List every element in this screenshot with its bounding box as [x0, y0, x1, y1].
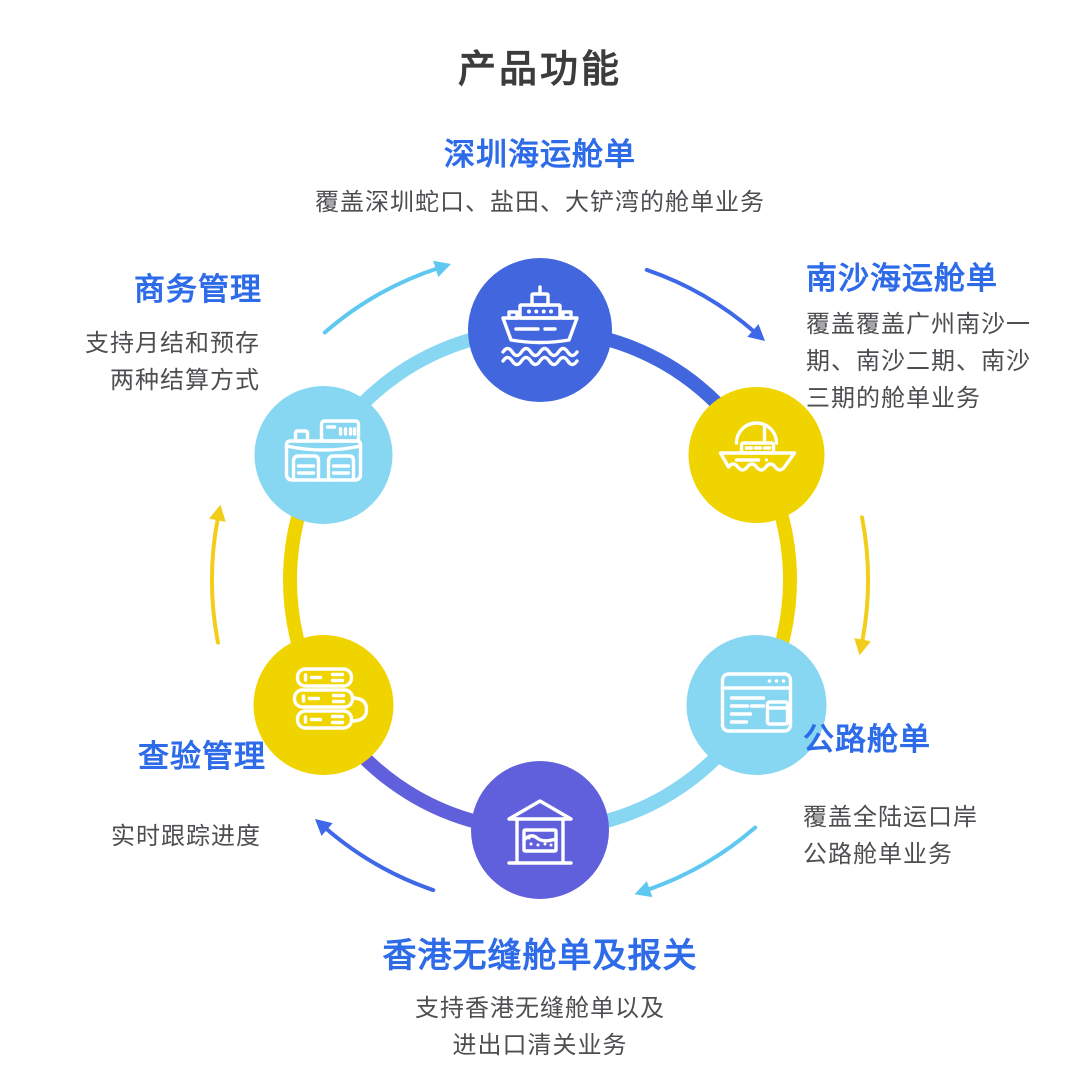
browser-window-icon	[720, 672, 793, 733]
node-circle-business	[254, 386, 393, 524]
desc-road-manifest: 覆盖全陆运口岸 公路舱单业务	[803, 799, 1033, 873]
arrow-nansha-to-road	[854, 515, 871, 656]
desc-line: 期、南沙二期、南沙	[806, 348, 1031, 375]
ferry-icon	[718, 421, 797, 472]
desc-line: 三期的舱单业务	[806, 385, 981, 412]
label-shenzhen-sea-manifest: 深圳海运舱单	[444, 137, 636, 172]
desc-nansha-sea-manifest: 覆盖覆盖广州南沙一 期、南沙二期、南沙 三期的舱单业务	[806, 306, 1056, 417]
node-circle-shenzhen	[468, 258, 612, 402]
arrowhead-icon	[433, 260, 451, 277]
label-inspection-management: 查验管理	[138, 739, 266, 774]
arrowhead-icon	[747, 324, 765, 341]
label-nansha-sea-manifest: 南沙海运舱单	[806, 261, 998, 296]
desc-hongkong-seamless-manifest: 支持香港无缝舱单以及 进出口清关业务	[0, 990, 1080, 1064]
desc-line: 两种结算方式	[110, 367, 260, 394]
node-circle-nansha	[688, 387, 825, 523]
label-hongkong-seamless-manifest: 香港无缝舱单及报关	[382, 937, 698, 975]
arrowhead-icon	[854, 638, 871, 656]
desc-line: 覆盖覆盖广州南沙一	[806, 311, 1031, 338]
desc-business-management: 支持月结和预存 两种结算方式	[0, 325, 260, 399]
arrowhead-icon	[634, 881, 653, 898]
page-title: 产品功能	[457, 49, 622, 91]
arrowhead-icon	[315, 819, 333, 836]
node-circle-inspection	[253, 635, 394, 775]
cargo-ship-icon	[501, 285, 579, 367]
label-business-management: 商务管理	[134, 272, 262, 307]
arrowhead-icon	[209, 504, 226, 522]
desc-line: 支持月结和预存	[85, 330, 260, 357]
arrow-road-to-hongkong	[634, 825, 758, 898]
arrow-shenzhen-to-nansha	[644, 267, 765, 341]
desc-line: 实时跟踪进度	[111, 823, 261, 850]
warehouse-icon	[507, 799, 573, 865]
label-road-manifest: 公路舱单	[803, 722, 931, 757]
desc-inspection-management: 实时跟踪进度	[0, 818, 261, 855]
desc-line: 公路舱单业务	[803, 841, 953, 868]
desc-line: 覆盖深圳蛇口、盐田、大铲湾的舱单业务	[315, 189, 765, 216]
desc-line: 覆盖全陆运口岸	[803, 804, 978, 831]
desc-line: 进出口清关业务	[452, 1032, 628, 1059]
factory-machine-icon	[284, 419, 363, 482]
server-stack-icon	[292, 667, 369, 730]
desc-line: 支持香港无缝舱单以及	[415, 995, 665, 1022]
arrow-business-to-shenzhen	[322, 260, 451, 335]
arrow-hongkong-to-inspection	[315, 819, 436, 893]
desc-shenzhen-sea-manifest: 覆盖深圳蛇口、盐田、大铲湾的舱单业务	[0, 184, 1080, 221]
arrow-inspection-to-business	[209, 504, 226, 645]
flow-arrows	[209, 260, 871, 898]
